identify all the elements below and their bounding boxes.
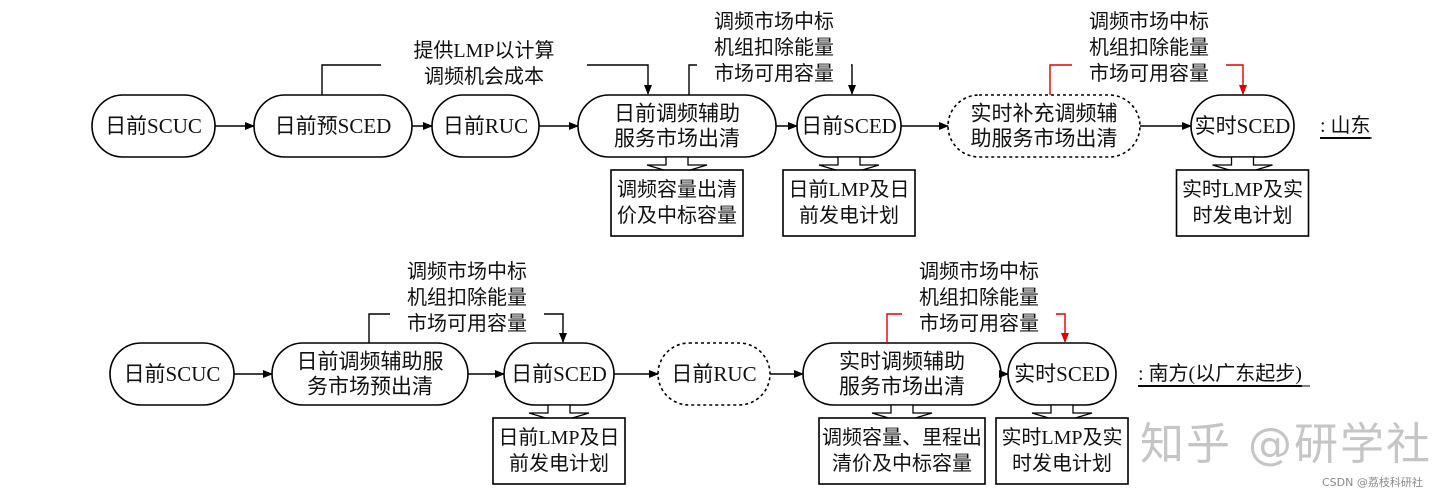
process-node-da-scuc[interactable]: 日前SCUC — [109, 342, 235, 406]
node-label: 日前SCED — [511, 362, 607, 386]
node-label: 日前RUC — [671, 362, 756, 386]
connector-arrow — [848, 64, 856, 95]
node-label: 日前SCUC — [105, 114, 202, 138]
node-label: 日前SCUC — [124, 362, 221, 386]
connector-note: 调频市场中标 — [714, 10, 834, 33]
node-label: 助服务市场出清 — [971, 127, 1118, 151]
node-label: 日前调频辅助 — [614, 102, 740, 126]
region-label: : 南方(以广东起步) — [1138, 362, 1302, 385]
connector-line — [886, 313, 902, 343]
connector-note: 机组扣除能量 — [407, 286, 527, 309]
output-label: 前发电计划 — [509, 452, 609, 475]
process-node-da-ruc[interactable]: 日前RUC — [431, 94, 540, 158]
connector-line — [368, 313, 390, 343]
connector-note: 调频市场中标 — [919, 260, 1039, 283]
output-label: 日前LMP及日 — [788, 178, 909, 201]
node-label: 实时补充调频辅 — [971, 102, 1118, 126]
output-frame — [1175, 169, 1310, 237]
credit-label: CSDN @荔枝科研社 — [1322, 476, 1423, 489]
region-label: : 山东 — [1320, 114, 1371, 137]
node-label: 日前RUC — [443, 114, 528, 138]
output-label: 时发电计划 — [1193, 204, 1293, 227]
process-node-rt-sced[interactable]: 实时SCED — [1007, 342, 1117, 406]
process-node-da-pre-sced[interactable]: 日前预SCED — [253, 94, 413, 158]
connector-line — [1049, 64, 1072, 95]
connector-arrow — [1056, 313, 1069, 343]
node-label: 日前调频辅助服 — [297, 350, 444, 374]
connector-note: 市场可用容量 — [1089, 62, 1209, 85]
output-label: 实时LMP及实 — [1001, 426, 1122, 449]
output-frame — [492, 417, 626, 485]
output-label: 调频容量出清 — [617, 178, 737, 201]
watermark: 知乎 @研学社 — [1140, 419, 1432, 470]
output-label: 前发电计划 — [799, 204, 899, 227]
connector-arrow — [544, 313, 567, 343]
connector-note: 机组扣除能量 — [919, 286, 1039, 309]
node-label: 实时调频辅助 — [839, 350, 965, 374]
connector-note: 调频机会成本 — [424, 65, 544, 88]
connector-note: 市场可用容量 — [407, 312, 527, 335]
connector-line — [688, 64, 697, 95]
output-label: 实时LMP及实 — [1182, 178, 1303, 201]
output-frame — [995, 417, 1129, 485]
connector-note: 市场可用容量 — [919, 312, 1039, 335]
connector-note: 调频市场中标 — [1089, 10, 1209, 33]
output-frame — [782, 169, 916, 237]
node-label: 服务市场出清 — [839, 375, 965, 399]
node-label: 日前SCED — [801, 114, 897, 138]
connector-note: 机组扣除能量 — [1089, 36, 1209, 59]
connector-arrow — [587, 64, 652, 95]
node-label: 实时SCED — [1195, 114, 1291, 138]
output-label: 日前LMP及日 — [498, 426, 619, 449]
output-label: 调频容量、里程出 — [822, 426, 982, 449]
process-node-rt-sced[interactable]: 实时SCED — [1190, 94, 1295, 158]
connector-note: 机组扣除能量 — [714, 36, 834, 59]
process-node-da-sced[interactable]: 日前SCED — [503, 342, 615, 406]
output-label: 价及中标容量 — [617, 204, 737, 227]
output-label: 清价及中标容量 — [832, 452, 972, 475]
node-label: 务市场预出清 — [307, 375, 433, 399]
output-frame — [610, 169, 744, 237]
connector-line — [321, 64, 381, 95]
node-label: 实时SCED — [1014, 362, 1110, 386]
connector-note: 调频市场中标 — [407, 260, 527, 283]
process-node-da-ruc[interactable]: 日前RUC — [657, 342, 771, 406]
output-label: 时发电计划 — [1012, 452, 1112, 475]
node-label: 日前预SCED — [275, 114, 392, 138]
connector-arrow — [1226, 64, 1247, 95]
process-node-da-scuc[interactable]: 日前SCUC — [91, 94, 216, 158]
connector-note: 提供LMP以计算 — [413, 39, 554, 62]
process-node-da-sced[interactable]: 日前SCED — [796, 94, 902, 158]
output-frame — [818, 417, 986, 485]
node-label: 服务市场出清 — [614, 127, 740, 151]
node-shape — [947, 94, 1141, 158]
connector-note: 市场可用容量 — [714, 62, 834, 85]
